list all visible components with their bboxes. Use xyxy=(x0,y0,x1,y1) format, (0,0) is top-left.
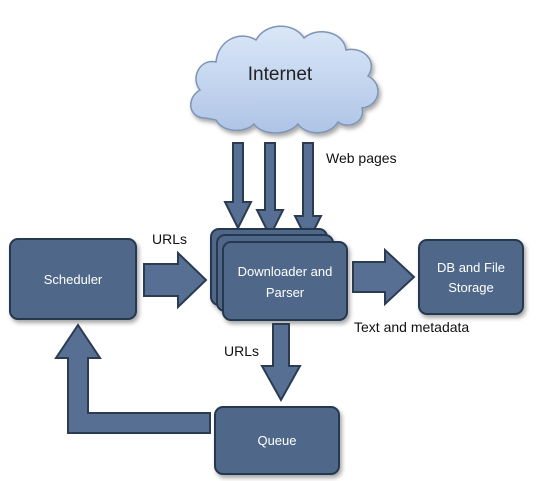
queue-box xyxy=(214,406,340,475)
web-page-arrow-2 xyxy=(255,142,285,239)
text-metadata-label: Text and metadata xyxy=(354,319,469,335)
web-page-arrow-3 xyxy=(293,142,323,245)
downloader-label-line1: Downloader and xyxy=(238,264,333,279)
downloader-label-line2: Parser xyxy=(266,285,305,300)
storage-node: DB and File Storage xyxy=(418,239,524,315)
queue-to-scheduler-arrow xyxy=(54,323,211,434)
urls-out-label: URLs xyxy=(224,343,259,359)
downloader-parser-node: Downloader and Parser xyxy=(210,228,348,321)
scheduler-box xyxy=(9,238,137,320)
urls-in-label: URLs xyxy=(152,231,187,247)
internet-cloud: Internet xyxy=(190,25,379,134)
urls-in-arrow xyxy=(143,250,208,310)
queue-node: Queue xyxy=(214,406,340,475)
cloud-shape xyxy=(190,25,379,134)
web-pages-label: Web pages xyxy=(326,150,397,166)
queue-label: Queue xyxy=(257,433,296,448)
scheduler-node: Scheduler xyxy=(9,238,137,320)
storage-box xyxy=(418,239,524,315)
storage-label-line2: Storage xyxy=(448,280,494,295)
storage-label-line1: DB and File xyxy=(437,260,505,275)
scheduler-label: Scheduler xyxy=(44,272,103,287)
urls-out-arrow xyxy=(260,323,302,403)
web-pages-arrows xyxy=(223,142,323,245)
internet-label: Internet xyxy=(248,64,313,85)
web-page-arrow-1 xyxy=(223,142,253,231)
downloader-box xyxy=(222,241,348,321)
text-metadata-arrow xyxy=(352,247,416,307)
